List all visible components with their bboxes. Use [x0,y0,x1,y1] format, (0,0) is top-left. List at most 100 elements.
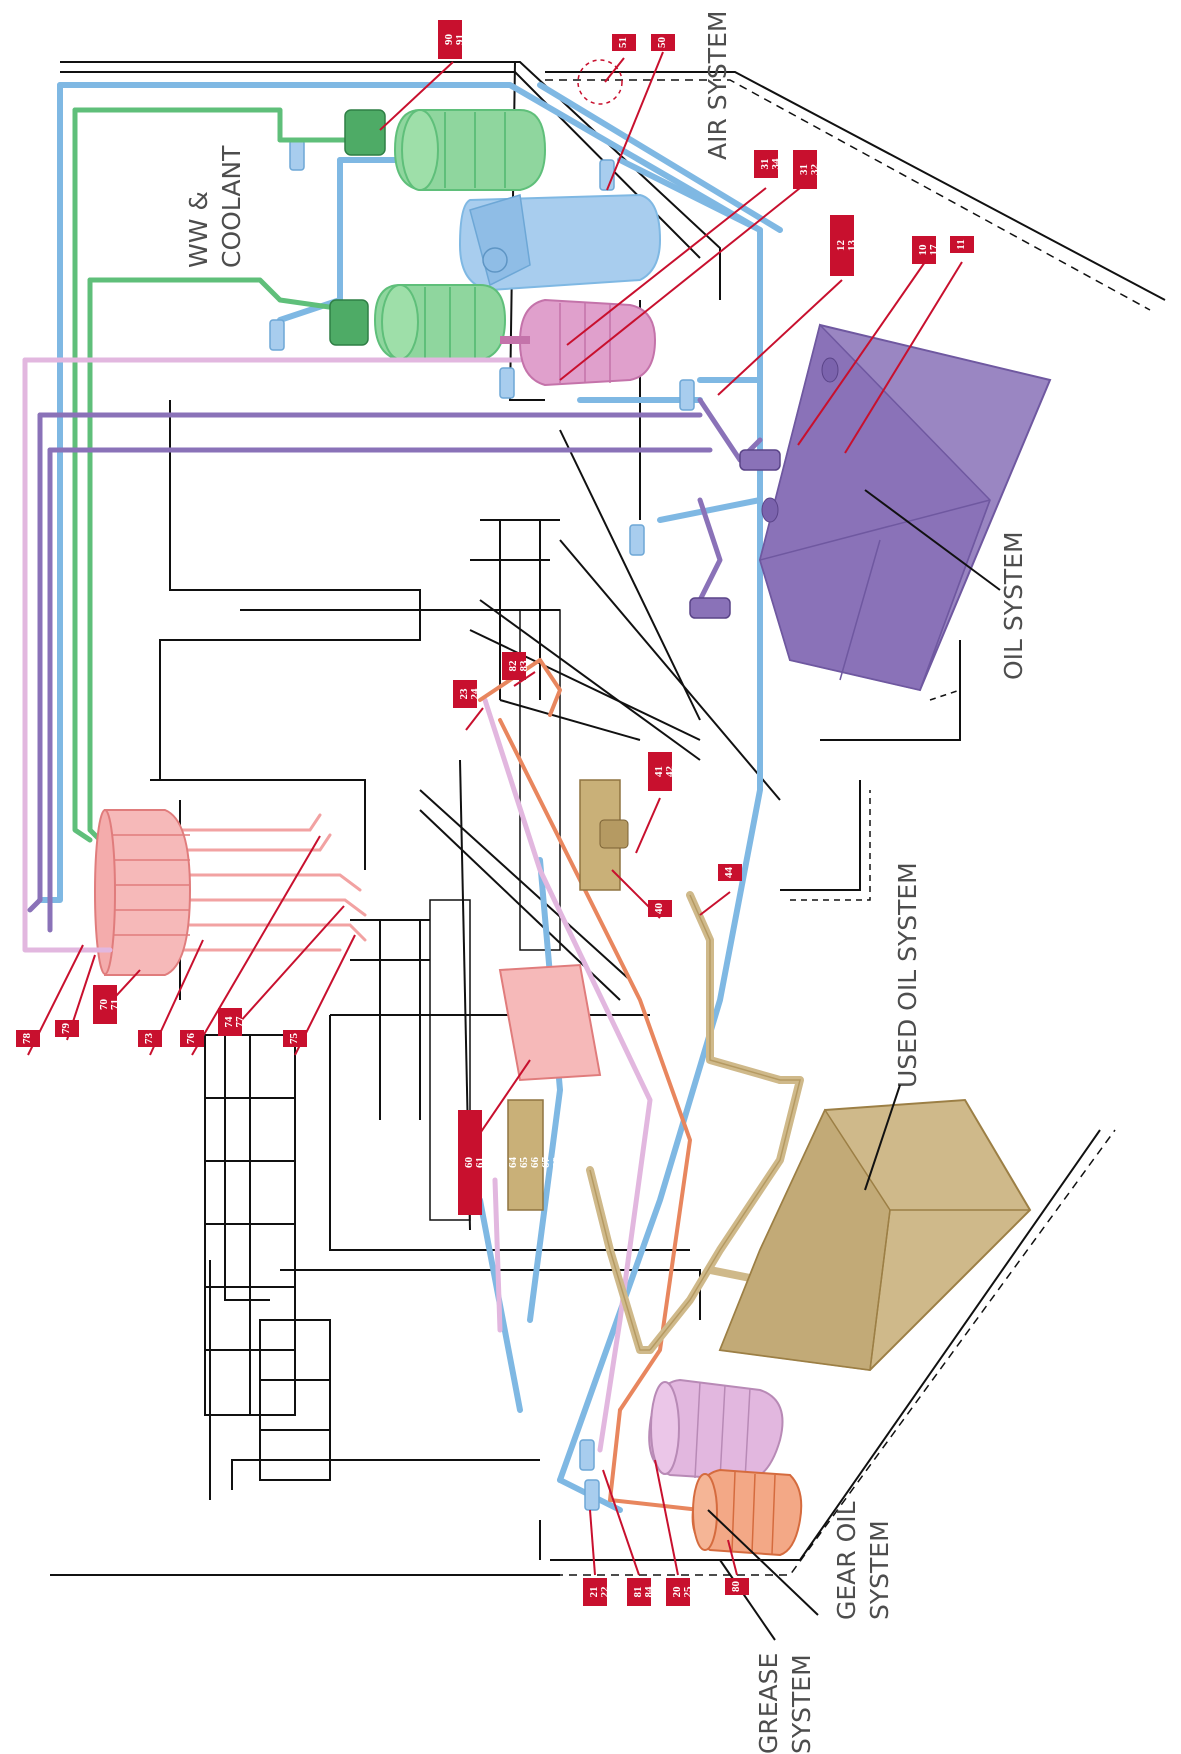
callout-number: 72 [120,999,132,1011]
callout-76: 76 [180,1030,204,1047]
callout-number: 13 [846,240,858,252]
callout-79: 79 [55,1020,79,1037]
callout-number: 91 [454,34,466,45]
callout-number: 84 [643,1586,655,1598]
label-ww-coolant-1: WW & [184,191,213,268]
callout-50: 50 [651,34,675,51]
gear-oil-system [478,658,803,1557]
callout-number: 14 [857,240,869,252]
callout-number: 62 [485,1157,497,1169]
callout-number: 25 [682,1586,694,1598]
callout-number: 16 [879,240,891,252]
callout-number: 34 [770,158,782,170]
inlet-detail-circle [577,59,623,105]
callout-number: 67 [540,1157,552,1169]
callout-badge-bg [648,752,672,791]
label-grease-2: SYSTEM [787,1654,816,1754]
callout-badge-bg [912,236,936,264]
callout-number: 80 [730,1581,742,1593]
callout-number: 81 [632,1587,644,1598]
callout-11: 11 [950,236,974,253]
grease-system [22,298,784,1482]
callout-badge-bg [16,1030,40,1047]
callout-44: 44 [718,864,742,881]
callout-number: 33 [820,164,832,176]
callout-number: 21 [588,1587,600,1598]
callout-number: 66 [529,1157,541,1169]
callout-number: 32 [809,164,821,176]
callout-75: 75 [283,1030,307,1047]
callout-badge-bg [830,215,854,276]
callout-badge-bg [93,985,117,1024]
callout-80: 80 [725,1578,749,1595]
callout-badge-bg [583,1578,607,1606]
callout-badge-bg [458,1110,482,1215]
callout-number: 83 [518,660,530,672]
coolant-pump-upper [344,109,386,156]
hose-reel-bank [94,809,602,1082]
callout-number: 78 [21,1033,33,1045]
callout-number: 24 [469,688,481,700]
black-leaders [707,489,1001,1641]
callout-badge-bg [754,150,778,178]
callout-badge-bg [218,1008,242,1036]
label-gear-oil-2: SYSTEM [865,1520,894,1620]
used-oil-system [507,779,1032,1372]
oil-system [27,323,1052,933]
callout-number: 20 [671,1586,683,1598]
callout-number: 22 [599,1586,611,1598]
callout-number: 90 [443,34,455,46]
callout-badge-bg [138,1030,162,1047]
label-used-oil-system: USED OIL SYSTEM [893,862,922,1088]
callout-number: 82 [507,660,519,672]
callout-number: 11 [955,239,967,249]
label-gear-oil-1: GEAR OIL [832,1501,861,1620]
callout-73: 73 [138,1030,162,1047]
callout-badge-bg [718,864,742,881]
callout-78: 78 [16,1030,40,1047]
callout-number: 12 [835,240,847,252]
system-labels: AIR SYSTEM WW & COOLANT OIL SYSTEM USED … [184,11,1028,1754]
callout-number: 23 [458,688,470,700]
callout-badge-bg [283,1030,307,1047]
label-air-system: AIR SYSTEM [703,11,732,160]
callout-40: 40 [648,900,672,917]
callout-badge-bg [666,1578,690,1606]
callout-number: 63 [496,1157,508,1169]
callout-badge-bg [793,150,817,189]
callout-badge-bg [453,680,477,708]
callout-badge-bg [180,1030,204,1047]
callout-number: 51 [617,37,629,48]
label-ww-coolant-2: COOLANT [217,145,246,268]
callout-number: 74 [223,1016,235,1028]
callout-number: 71 [109,999,121,1010]
callout-number: 42 [664,766,676,778]
callout-badge-bg [651,34,675,51]
callout-badge-bg [438,20,462,59]
callout-badge-bg [627,1578,651,1606]
callout-number: 40 [653,903,665,915]
callout-number: 73 [143,1033,155,1045]
label-oil-system: OIL SYSTEM [999,531,1028,680]
callout-badge-bg [648,900,672,917]
callout-badge-bg [502,652,526,680]
coolant-drum-lower [373,284,507,361]
callout-number: 31 [759,159,771,170]
callout-number: 76 [185,1033,197,1045]
callout-number: 70 [98,999,110,1011]
callout-number: 43 [675,766,687,778]
callout-number: 75 [288,1033,300,1045]
callout-badge-bg [725,1578,749,1595]
callout-badge-bg [55,1020,79,1037]
